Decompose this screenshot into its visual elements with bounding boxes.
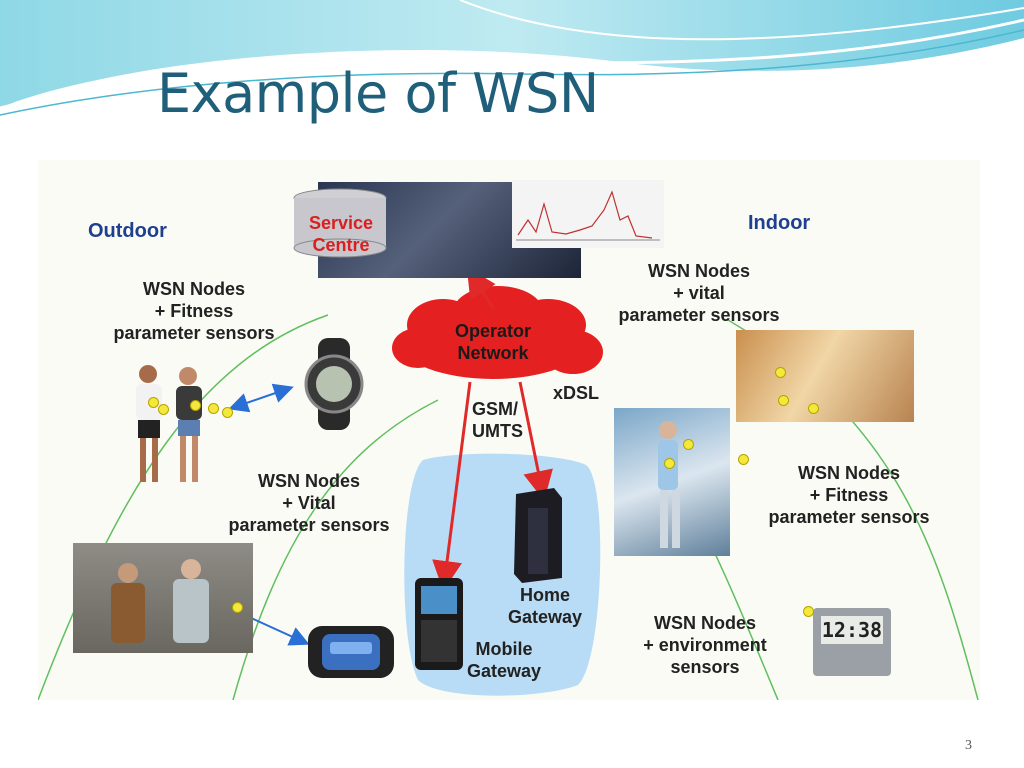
- node-group-outdoor-vital: WSN Nodes + Vital parameter sensors: [228, 471, 390, 535]
- sensor-node-dot: [738, 454, 749, 465]
- sensor-node-dot: [664, 458, 675, 469]
- mobile-phone-icon: [415, 578, 463, 670]
- node-group-indoor-fitness: WSN Nodes + Fitness parameter sensors: [768, 463, 930, 527]
- clock-display: 12:38: [821, 616, 883, 644]
- gsm-umts-label: GSM/ UMTS: [472, 399, 523, 441]
- mobile-gateway-label: Mobile Gateway: [466, 639, 542, 681]
- sensor-node-dot: [208, 403, 219, 414]
- home-gateway-label: Home Gateway: [507, 585, 583, 627]
- node-group-outdoor-fitness: WSN Nodes + Fitness parameter sensors: [113, 279, 275, 343]
- sensor-node-dot: [158, 404, 169, 415]
- outdoor-label: Outdoor: [88, 220, 167, 242]
- elderly-men-photo: [73, 543, 253, 653]
- node-group-indoor-vital: WSN Nodes + vital parameter sensors: [618, 261, 780, 325]
- operator-network-cloud: [392, 286, 603, 379]
- wsn-diagram: Service Centre Outdoor Indoor Operator N…: [38, 160, 980, 700]
- service-centre-database-icon: [293, 188, 387, 258]
- xdsl-label: xDSL: [553, 383, 600, 403]
- sensor-node-dot: [775, 367, 786, 378]
- sensor-node-dot: [148, 397, 159, 408]
- page-number: 3: [965, 738, 972, 753]
- joggers-photo: [116, 360, 226, 490]
- wrist-monitor-icon: [308, 626, 394, 678]
- header-swoosh: [0, 0, 1024, 116]
- service-centre-label: Service Centre: [308, 213, 374, 255]
- sensor-node-dot: [778, 395, 789, 406]
- indoor-label: Indoor: [748, 212, 811, 234]
- sensor-node-dot: [683, 439, 694, 450]
- wrist-watch-icon: [304, 338, 364, 430]
- resting-person-photo: [736, 330, 914, 422]
- operator-network-label: Operator Network: [454, 321, 532, 363]
- home-gateway-modem-icon: [514, 488, 562, 583]
- node-group-indoor-environment: WSN Nodes + environment sensors: [643, 613, 767, 677]
- sensor-node-dot: [190, 400, 201, 411]
- sensor-node-dot: [232, 602, 243, 613]
- slide-title: Example of WSN: [157, 62, 599, 125]
- sensor-node-dot: [808, 403, 819, 414]
- environment-sensor-clock: 12:38: [813, 608, 891, 676]
- indoor-person-photo: [614, 408, 730, 556]
- sensor-node-dot: [803, 606, 814, 617]
- monitoring-chart-image: [512, 180, 664, 248]
- sensor-node-dot: [222, 407, 233, 418]
